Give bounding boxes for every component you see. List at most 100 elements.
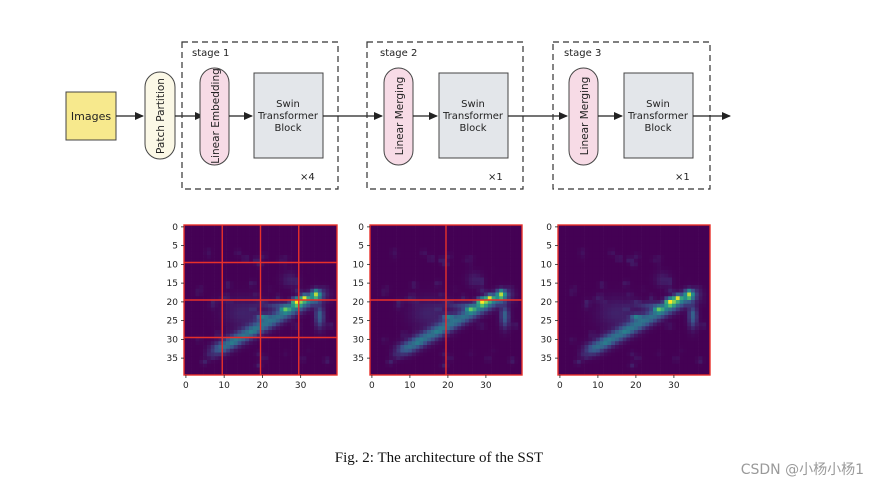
heatmap-cell <box>370 251 375 256</box>
heatmap-cell <box>706 236 711 241</box>
heatmap-cell <box>683 236 688 241</box>
heatmap-cell <box>468 292 473 297</box>
heatmap-cell <box>411 326 416 331</box>
heatmap-cell <box>226 337 231 342</box>
heatmap-cell <box>415 266 420 271</box>
heatmap-cell <box>641 333 646 338</box>
heatmap-cell <box>229 270 235 275</box>
heatmap-cell <box>588 240 593 245</box>
heatmap-cell <box>404 240 409 245</box>
heatmap-cell <box>503 270 508 275</box>
heatmap-cell <box>702 318 707 323</box>
heatmap-cell <box>325 326 330 331</box>
heatmap-cell <box>408 247 413 252</box>
heatmap-cell <box>249 307 254 312</box>
heatmap-cell <box>698 360 703 365</box>
heatmap-cell <box>706 277 711 282</box>
heatmap-cell <box>476 360 481 365</box>
heatmap-cell <box>389 300 394 305</box>
heatmap-cell <box>268 367 273 372</box>
heatmap-cell <box>561 225 566 230</box>
heatmap-cell <box>615 330 620 335</box>
heatmap-cell <box>226 363 231 368</box>
heatmap-cell <box>491 352 496 357</box>
heatmap-cell <box>472 303 477 308</box>
heatmap-cell <box>214 307 219 312</box>
heatmap-cell <box>415 326 420 331</box>
heatmap-cell <box>446 228 451 233</box>
heatmap-cell <box>191 292 196 297</box>
heatmap-cell <box>404 360 409 365</box>
heatmap-cell <box>637 273 642 278</box>
heatmap-cell <box>487 225 492 230</box>
heatmap-cell <box>491 300 496 305</box>
heatmap-cell <box>241 236 246 241</box>
heatmap-cell <box>694 236 699 241</box>
heatmap-cell <box>472 333 477 338</box>
heatmap-cell <box>306 281 311 286</box>
heatmap-cell <box>415 352 420 357</box>
heatmap-cell <box>622 296 627 301</box>
heatmap-cell <box>210 292 215 297</box>
heatmap-cell <box>569 367 574 372</box>
heatmap-cell <box>241 367 246 372</box>
heatmap-cell <box>370 277 375 282</box>
heatmap-cell <box>233 288 238 293</box>
heatmap-cell <box>325 315 330 320</box>
heatmap-cell <box>588 296 593 301</box>
heatmap-cell <box>310 367 315 372</box>
heatmap-cell <box>487 348 492 353</box>
heatmap-cell <box>249 243 254 248</box>
heatmap-cell <box>637 333 642 338</box>
heatmap-cell <box>184 258 189 263</box>
heatmap-cell <box>683 352 688 357</box>
heatmap-cell <box>325 356 330 361</box>
heatmap-cell <box>389 262 394 267</box>
heatmap-cell <box>430 326 435 331</box>
heatmap-cell <box>622 255 627 260</box>
heatmap-cell <box>506 251 511 256</box>
heatmap-cell <box>302 352 307 357</box>
heatmap-cell <box>283 311 288 316</box>
heatmap-cell <box>702 240 707 245</box>
heatmap-cell <box>518 243 523 248</box>
heatmap-cell <box>607 296 612 301</box>
heatmap-cell <box>404 258 409 263</box>
heatmap-cell <box>679 307 684 312</box>
heatmap-cell <box>694 367 699 372</box>
heatmap-cell <box>506 296 511 301</box>
heatmap-cell <box>438 303 443 308</box>
heatmap-cell <box>302 277 307 282</box>
heatmap-cell <box>218 277 223 282</box>
heatmap-cell <box>291 247 296 252</box>
heatmap-cell <box>622 262 627 267</box>
heatmap-cell <box>206 281 212 286</box>
heatmap-cell <box>457 315 462 320</box>
heatmap-cell <box>449 352 454 357</box>
heatmap-cell <box>310 300 315 305</box>
heatmap-cell <box>199 333 204 338</box>
heatmap-cell <box>385 348 390 353</box>
heatmap-cell <box>214 318 219 323</box>
heatmap-cell <box>218 232 223 237</box>
heatmap-cell <box>434 232 439 237</box>
heatmap-cell <box>302 255 307 260</box>
heatmap-cell <box>679 356 684 361</box>
heatmap-cell <box>660 251 665 256</box>
heatmap-cell <box>400 270 405 275</box>
heatmap-cell <box>314 363 319 368</box>
heatmap-cell <box>702 247 707 252</box>
heatmap-cell <box>302 318 307 323</box>
heatmap-cell <box>268 288 273 293</box>
heatmap-cell <box>423 345 428 350</box>
heatmap-cell <box>385 247 390 252</box>
heatmap-cell <box>622 367 627 372</box>
heatmap-cell <box>691 367 696 372</box>
heatmap-cell <box>415 345 420 350</box>
y-tick-label: 0 <box>546 223 552 233</box>
heatmap-cell <box>222 311 227 316</box>
heatmap-cell <box>287 236 292 241</box>
heatmap-cell <box>607 307 612 312</box>
heatmap-cell <box>370 333 375 338</box>
heatmap-cell <box>660 345 665 350</box>
